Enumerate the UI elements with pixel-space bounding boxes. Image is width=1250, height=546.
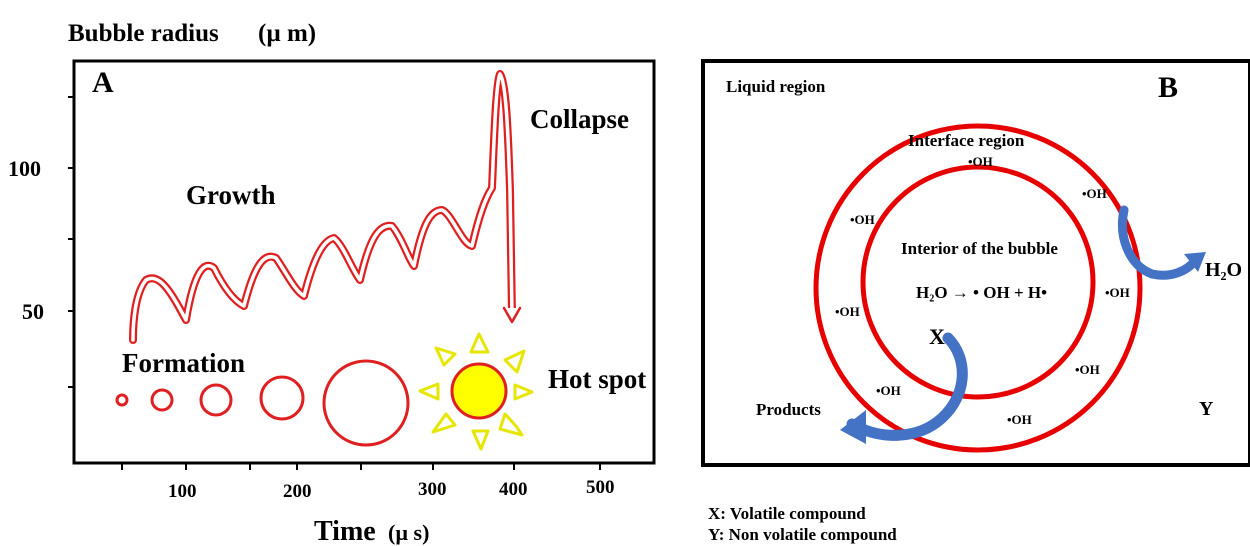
x-axis-title: Time [314,516,376,546]
legend-x: X: Volatile compound [708,504,866,523]
liquid-region-label: Liquid region [726,77,826,96]
y-axis-unit: (µ m) [258,20,316,47]
x-tick-label: 300 [418,479,447,500]
bubble [322,359,410,447]
oh-radical: •OH [1075,362,1100,377]
legend-y: Y: Non volatile compound [708,525,897,544]
x-tick-label: 400 [499,479,528,500]
bubble-radius-curve [129,70,522,344]
oh-radical: •OH [850,212,875,227]
oh-radical: •OH [876,383,901,398]
y-tick-label: 100 [8,156,41,181]
panel-b-letter: B [1158,71,1178,104]
y-tick-label: 50 [22,299,44,324]
label-growth: Growth [186,180,276,210]
panel-b: B Liquid region Interface region Interio… [701,59,1250,467]
oh-radical: •OH [1007,412,1032,427]
x-tick-label: 100 [168,481,197,502]
bubble-interior-circle [860,164,1096,400]
bubble [115,393,129,407]
reaction-equation: H₂O → • OH + H• [916,283,1047,302]
h2o-arrow [1117,205,1201,280]
interface-circle [813,123,1143,453]
bubble [150,388,174,412]
x-tick-label: 500 [586,477,615,498]
x-axis-ticks [121,463,601,470]
x-axis-unit: (µ s) [388,520,429,545]
label-collapse: Collapse [530,104,629,134]
label-formation: Formation [122,348,245,378]
h2o-arrow-head [1184,252,1206,272]
x-tick-label: 200 [283,481,312,502]
interface-region-label: Interface region [908,131,1025,150]
bubble [199,383,233,417]
hot-spot-sun-icon [418,332,534,451]
oh-radical: •OH [968,154,993,169]
panel-b-frame [701,59,1250,467]
y-axis-ticks [68,96,74,388]
y-axis-title: Bubble radius [68,20,219,47]
oh-radicals: •OH •OH •OH •OH •OH •OH •OH •OH [835,154,1130,427]
oh-radical: •OH [1105,285,1130,300]
label-x: X [929,324,945,349]
x-escape-arrow [846,332,968,441]
label-hot-spot: Hot spot [548,364,646,394]
oh-radical: •OH [835,304,860,319]
h2o-label: H₂O [1205,259,1242,281]
bubble-sequence [115,359,410,447]
panel-a-frame [72,59,656,465]
panel-a-letter: A [92,66,114,99]
bubble [259,375,305,421]
x-arrow-head [840,410,866,444]
panel-a: Bubble radius (µ m) A 100 50 100 200 300 [8,20,656,546]
interior-label: Interior of the bubble [901,239,1058,258]
oh-radical: •OH [1082,186,1107,201]
products-label: Products [756,400,821,419]
label-y: Y [1199,398,1214,420]
